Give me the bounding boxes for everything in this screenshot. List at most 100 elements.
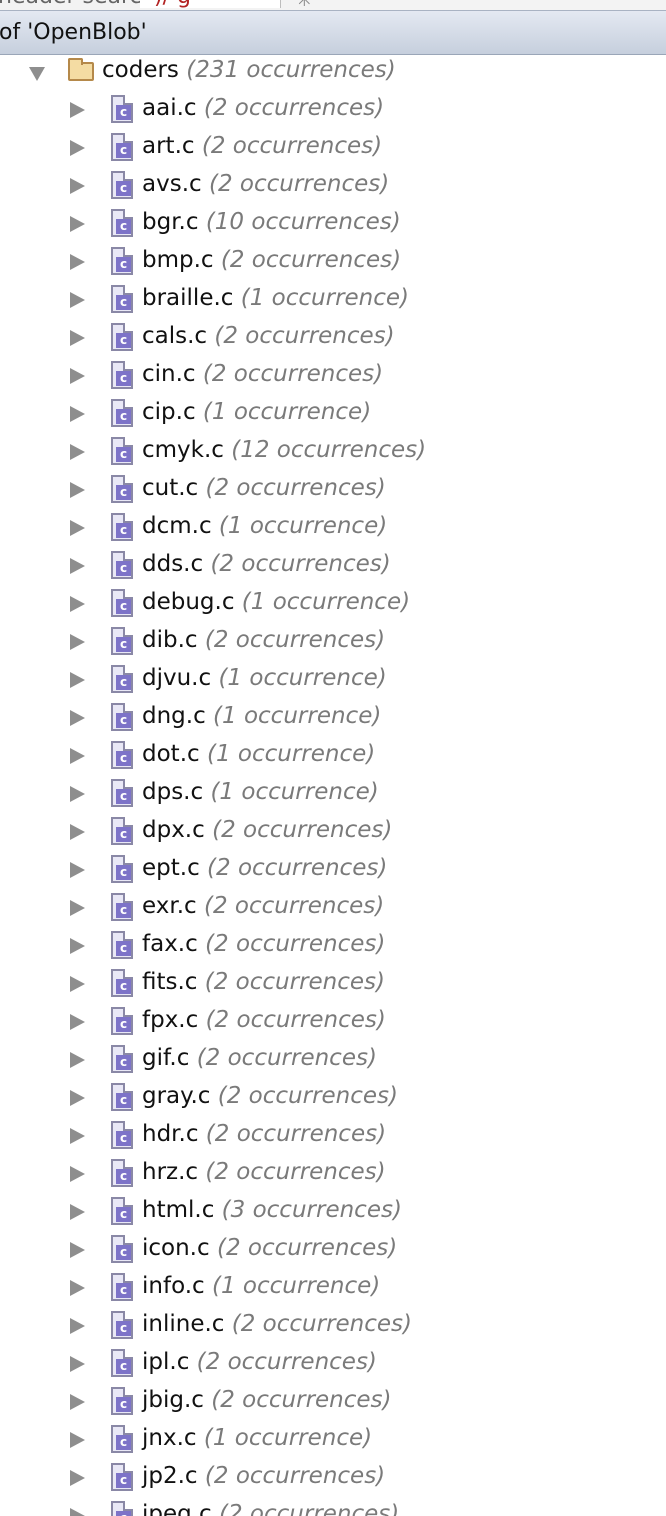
file-name: icon.c	[142, 1235, 210, 1261]
expand-arrow-icon[interactable]	[70, 520, 85, 536]
expand-arrow-icon[interactable]	[70, 1128, 85, 1144]
expand-arrow-icon[interactable]	[70, 1318, 85, 1334]
expand-arrow-icon[interactable]	[70, 254, 85, 270]
file-name: inline.c	[142, 1311, 225, 1337]
expand-arrow-icon[interactable]	[70, 1470, 85, 1486]
expand-arrow-icon[interactable]	[70, 140, 85, 156]
expand-arrow-icon[interactable]	[70, 1394, 85, 1410]
expand-arrow-icon[interactable]	[70, 216, 85, 232]
expand-arrow-icon[interactable]	[70, 406, 85, 422]
results-title: of 'OpenBlob'	[0, 20, 147, 45]
expand-arrow-icon[interactable]	[70, 634, 85, 650]
expand-arrow-icon[interactable]	[70, 938, 85, 954]
expand-arrow-icon[interactable]	[70, 482, 85, 498]
file-occurrence-count: (1 occurrence)	[206, 741, 376, 767]
expand-arrow-icon[interactable]	[70, 1508, 85, 1516]
file-name: art.c	[142, 133, 195, 159]
tree-file-row[interactable]: cjpeg.c (2 occurrences)	[0, 1498, 666, 1516]
expand-arrow-icon[interactable]	[70, 1166, 85, 1182]
expand-arrow-icon[interactable]	[70, 1356, 85, 1372]
expand-arrow-icon[interactable]	[70, 710, 85, 726]
c-source-file-icon: c	[111, 665, 133, 693]
expand-arrow-icon[interactable]	[70, 292, 85, 308]
file-occurrence-count: (2 occurrences)	[205, 1007, 386, 1033]
expand-arrow-icon[interactable]	[70, 1052, 85, 1068]
file-name: fax.c	[142, 931, 198, 957]
expand-arrow-icon[interactable]	[70, 444, 85, 460]
expand-arrow-icon[interactable]	[70, 178, 85, 194]
expand-arrow-icon[interactable]	[70, 672, 85, 688]
file-occurrence-count: (2 occurrences)	[204, 1463, 386, 1489]
file-occurrence-count: (2 occurrences)	[205, 1159, 386, 1185]
file-label: exr.c (2 occurrences)	[142, 893, 384, 919]
c-source-file-icon: c	[111, 703, 133, 731]
expand-arrow-icon[interactable]	[70, 900, 85, 916]
expand-arrow-icon[interactable]	[70, 558, 85, 574]
expand-arrow-icon[interactable]	[70, 748, 85, 764]
c-source-file-icon: c	[111, 1159, 133, 1187]
expand-arrow-icon[interactable]	[70, 1280, 85, 1296]
file-label: debug.c (1 occurrence)	[142, 589, 410, 615]
file-name: dpx.c	[142, 817, 205, 843]
expand-arrow-icon[interactable]	[70, 976, 85, 992]
expand-arrow-icon[interactable]	[70, 786, 85, 802]
expand-arrow-icon[interactable]	[70, 824, 85, 840]
expand-arrow-icon[interactable]	[70, 1242, 85, 1258]
expand-arrow-icon[interactable]	[70, 596, 85, 612]
file-label: jp2.c (2 occurrences)	[142, 1463, 385, 1489]
expand-arrow-icon[interactable]	[29, 67, 45, 81]
expand-arrow-icon[interactable]	[70, 862, 85, 878]
search-field[interactable]: )/ g	[140, 0, 281, 8]
file-occurrence-count: (2 occurrences)	[220, 247, 402, 273]
expand-arrow-icon[interactable]	[70, 1090, 85, 1106]
expand-arrow-icon[interactable]	[70, 368, 85, 384]
file-name: dot.c	[142, 741, 200, 767]
c-source-file-icon: c	[111, 779, 133, 807]
file-name: jnx.c	[142, 1425, 197, 1451]
c-source-file-icon: c	[111, 247, 133, 275]
expand-arrow-icon[interactable]	[70, 102, 85, 118]
tree-folder-row[interactable]: coders (231 occurrences)	[0, 54, 666, 92]
expand-arrow-icon[interactable]	[70, 1432, 85, 1448]
expand-arrow-icon[interactable]	[70, 330, 85, 346]
expand-arrow-icon[interactable]	[70, 1014, 85, 1030]
expand-arrow-icon[interactable]	[70, 1204, 85, 1220]
